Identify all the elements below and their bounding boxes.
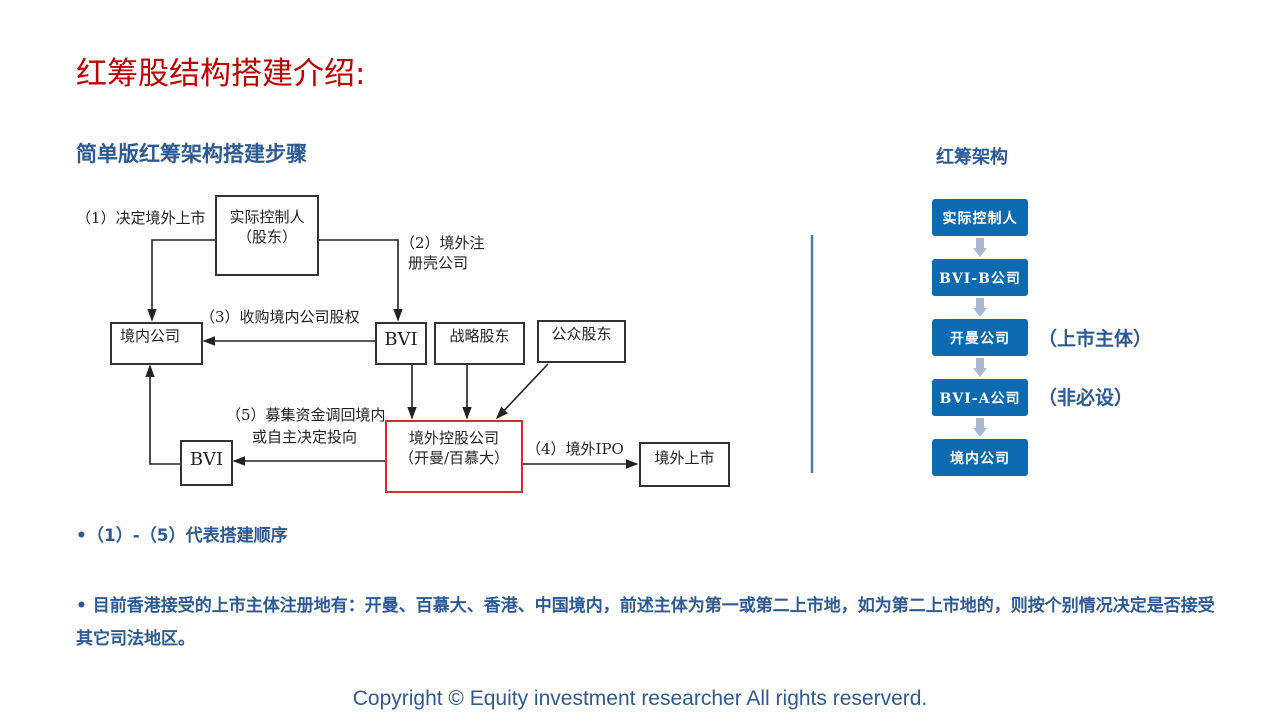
step1-label: （1）决定境外上市 (76, 209, 206, 227)
flow-box-domestic: 境内公司 (932, 439, 1028, 476)
controller-sub: （股东） (236, 228, 297, 246)
public-shareholder-box: 公众股东 (537, 320, 626, 363)
flow-box-bvi-a: BVI-A公司 (932, 379, 1028, 416)
controller-box: 实际控制人 （股东） (215, 195, 319, 276)
listing-entity-note: （上市主体） (1038, 328, 1153, 350)
copyright-footer: Copyright © Equity investment researcher… (352, 687, 928, 710)
bvi-box: BVI (375, 322, 427, 365)
step2-label-a: （2）境外注 (400, 234, 485, 252)
bullet-order: •（1）-（5）代表搭建顺序 (76, 526, 288, 546)
offshore-listing-box: 境外上市 (639, 442, 730, 487)
down-arrow-icon (973, 298, 987, 317)
arrow-public-holding (495, 363, 549, 420)
down-arrow-icon (973, 238, 987, 257)
bvi-lower-box: BVI (180, 440, 233, 486)
flow-box-controller: 实际控制人 (932, 199, 1028, 236)
bullet-registration: • 目前香港接受的上市主体注册地有：开曼、百慕大、香港、中国境内，前述主体为第一… (76, 596, 1215, 649)
step4-label: （4）境外IPO (526, 440, 624, 458)
offshore-holding-box: 境外控股公司 （开曼/百慕大） (385, 420, 523, 493)
flow-box-bvi-b: BVI-B公司 (932, 259, 1028, 296)
optional-note: （非必设） (1038, 387, 1134, 409)
step5-label-b: 或自主决定投向 (252, 428, 358, 446)
step5-label-a: （5）募集资金调回境内 (226, 406, 386, 424)
controller-label: 实际控制人 (229, 208, 305, 226)
down-arrow-icon (973, 418, 987, 437)
arrow-bvi2-domestic (145, 364, 180, 465)
arrow-step1 (147, 239, 215, 322)
holding-sub: （开曼/百慕大） (398, 449, 510, 467)
flow-box-cayman: 开曼公司 (932, 319, 1028, 356)
holding-label: 境外控股公司 (408, 429, 499, 447)
section-subtitle: 简单版红筹架构搭建步骤 (76, 142, 307, 166)
page-title: 红筹股结构搭建介绍: (76, 56, 366, 92)
domestic-box: 境内公司 (110, 322, 203, 365)
structure-title: 红筹架构 (936, 147, 1008, 168)
step3-label: （3）收购境内公司股权 (200, 308, 360, 326)
arrow-step2 (318, 239, 403, 322)
strategic-shareholder-box: 战略股东 (434, 322, 525, 365)
step2-label-b: 册壳公司 (408, 254, 469, 272)
down-arrow-icon (973, 358, 987, 377)
